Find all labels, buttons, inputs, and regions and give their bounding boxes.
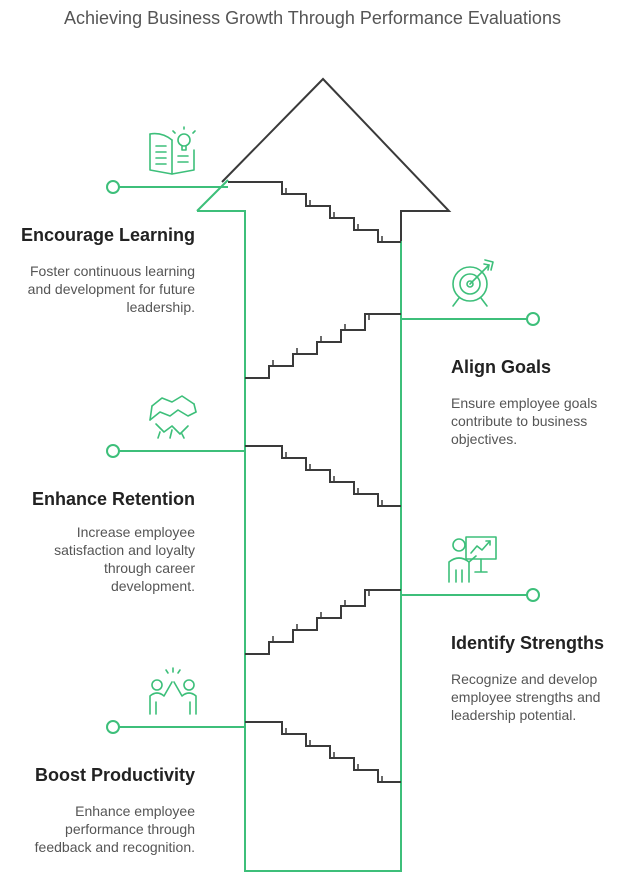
connector-identify-strengths bbox=[401, 588, 540, 602]
connector-enhance-retention bbox=[106, 444, 245, 458]
step-desc-encourage-learning: Foster continuous learning and developme… bbox=[27, 263, 195, 315]
page-title: Achieving Business Growth Through Perfor… bbox=[64, 8, 561, 28]
connector-boost-productivity bbox=[106, 720, 245, 734]
step-desc-identify-strengths: Recognize and develop employee strengths… bbox=[451, 671, 601, 723]
arrow-shaft-outline bbox=[197, 210, 402, 872]
step-title-enhance-retention: Enhance Retention bbox=[31, 489, 195, 509]
handshake-icon bbox=[149, 395, 197, 439]
staircase-2 bbox=[245, 313, 401, 379]
step-title-encourage-learning: Encourage Learning bbox=[20, 225, 195, 245]
staircase-3 bbox=[245, 445, 401, 507]
step-desc-boost-productivity: Enhance employee performance through fee… bbox=[34, 803, 195, 855]
connector-align-goals bbox=[401, 312, 540, 326]
target-arrow-icon bbox=[452, 259, 494, 307]
step-title-align-goals: Align Goals bbox=[451, 357, 552, 377]
connector-encourage-learning bbox=[106, 180, 228, 194]
arrow-left-shoulder bbox=[196, 179, 229, 212]
step-desc-enhance-retention: Increase employee satisfaction and loyal… bbox=[54, 524, 195, 594]
step-title-identify-strengths: Identify Strengths bbox=[451, 633, 605, 653]
step-desc-align-goals: Ensure employee goals contribute to busi… bbox=[451, 395, 598, 447]
presentation-chart-icon bbox=[448, 536, 497, 583]
step-title-boost-productivity: Boost Productivity bbox=[34, 765, 195, 785]
staircase-4 bbox=[245, 589, 401, 655]
arrow-head-outline bbox=[221, 77, 452, 241]
high-five-icon bbox=[149, 667, 197, 715]
book-lightbulb-icon bbox=[149, 126, 196, 175]
staircase-1 bbox=[228, 181, 401, 243]
staircase-5 bbox=[245, 721, 401, 783]
